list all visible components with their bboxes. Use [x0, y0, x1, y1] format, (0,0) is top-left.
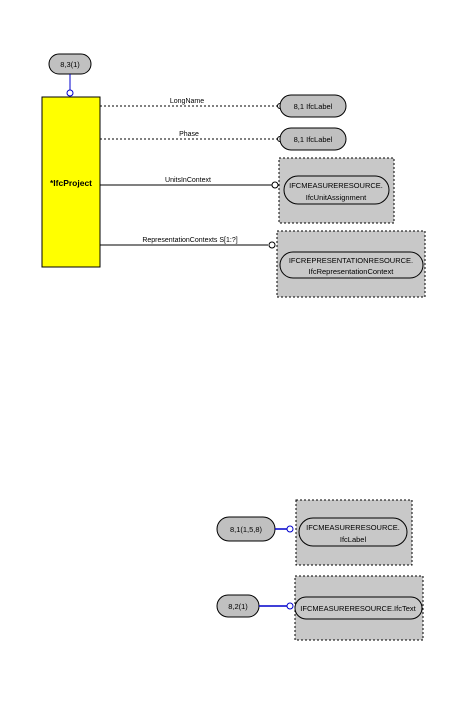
text-box-line1: IFCMEASURERESOURCE.IfcText — [300, 604, 416, 613]
box-unit-assignment[interactable]: IFCMEASURERESOURCE. IfcUnitAssignment — [278, 157, 395, 224]
phase-type-label: 8,1 IfcLabel — [294, 135, 333, 144]
longname-type-node[interactable]: 8,1 IfcLabel — [279, 94, 347, 118]
page-ref-label[interactable]: 8,1(1,5,8) — [216, 516, 276, 542]
page-ref-top[interactable]: 8,3(1) — [48, 53, 92, 75]
entity-name: *IfcProject — [50, 178, 92, 188]
label-box-line1: IFCMEASURERESOURCE. — [306, 523, 400, 532]
top-ref-circle — [66, 89, 74, 97]
longname-type-label: 8,1 IfcLabel — [294, 102, 333, 111]
repr-box-line1: IFCREPRESENTATIONRESOURCE. — [289, 256, 413, 265]
repr-circle — [268, 241, 276, 249]
label-connector-circle — [286, 525, 294, 533]
label-box-line2: IfcLabel — [340, 535, 367, 544]
attr-unitsincontext: UnitsInContext — [165, 177, 211, 184]
entity-ifcproject[interactable]: *IfcProject — [41, 96, 101, 268]
units-circle — [271, 181, 279, 189]
attr-representationcontexts: RepresentationContexts S[1:?] — [142, 237, 237, 244]
box-ifctext[interactable]: IFCMEASURERESOURCE.IfcText — [294, 575, 424, 641]
phase-type-node[interactable]: 8,1 IfcLabel — [279, 127, 347, 151]
page-ref-text-label: 8,2(1) — [228, 602, 248, 611]
units-box-line1: IFCMEASURERESOURCE. — [289, 181, 383, 190]
page-ref-label-text: 8,1(1,5,8) — [230, 525, 263, 534]
box-ifclabel[interactable]: IFCMEASURERESOURCE. IfcLabel — [295, 499, 413, 566]
attr-longname: LongName — [170, 98, 204, 105]
page-ref-text[interactable]: 8,2(1) — [216, 594, 260, 618]
box-representation-context[interactable]: IFCREPRESENTATIONRESOURCE. IfcRepresenta… — [276, 230, 426, 298]
attr-phase: Phase — [179, 131, 199, 138]
text-connector-circle — [286, 602, 294, 610]
page-ref-top-label: 8,3(1) — [60, 60, 80, 69]
repr-box-line2: IfcRepresentationContext — [309, 267, 395, 276]
units-box-line2: IfcUnitAssignment — [306, 193, 367, 202]
